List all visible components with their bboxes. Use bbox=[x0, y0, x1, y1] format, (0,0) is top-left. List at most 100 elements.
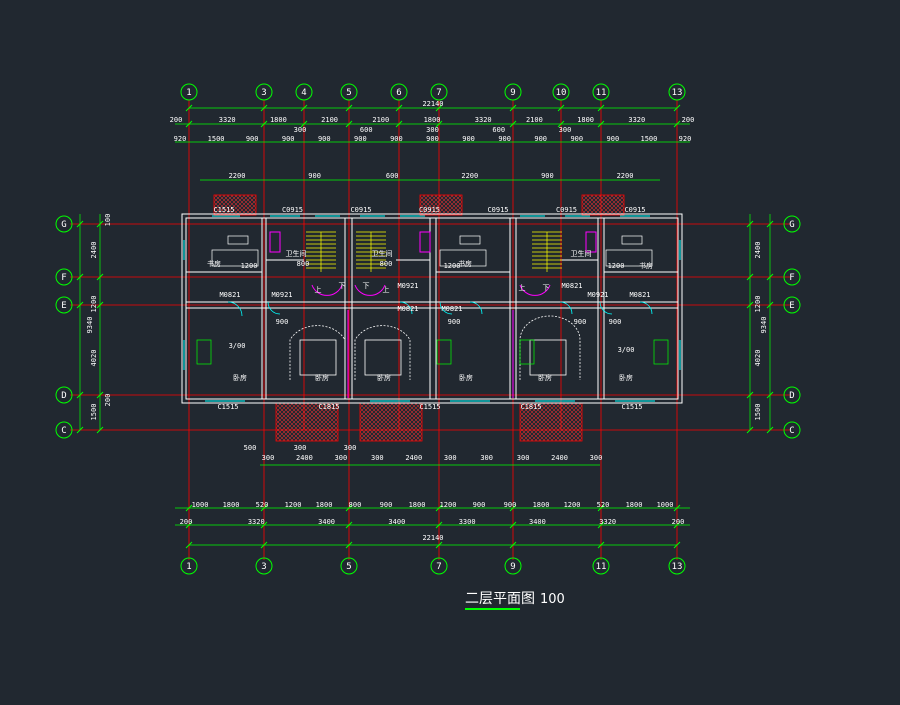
dim-tick bbox=[557, 104, 565, 112]
axis-bubble-bottom: 11 bbox=[596, 562, 607, 572]
dim-tick bbox=[395, 104, 403, 112]
axis-bubble-top: 10 bbox=[556, 88, 567, 98]
dim-tick bbox=[345, 521, 353, 529]
balcony-dim: 300 bbox=[335, 454, 348, 462]
top-dim-small: 300 bbox=[294, 126, 307, 134]
room-dim: 1200 bbox=[241, 262, 258, 270]
axis-bubble-top-circle bbox=[255, 83, 273, 101]
room-dim: 900 bbox=[609, 318, 622, 326]
axis-bubble-top-circle bbox=[668, 83, 686, 101]
dim-tick bbox=[673, 521, 681, 529]
dim-tick bbox=[435, 504, 443, 512]
axis-bubble-top-circle bbox=[180, 83, 198, 101]
hatch-areas bbox=[213, 194, 625, 442]
dim-tick bbox=[96, 301, 104, 309]
axis-bubble-right: E bbox=[789, 301, 794, 311]
fixtures bbox=[269, 231, 597, 398]
top-dim-2: 900 bbox=[498, 135, 511, 143]
dim-tick bbox=[300, 104, 308, 112]
top-dim-2: 900 bbox=[534, 135, 547, 143]
axis-bubble-top: 3 bbox=[261, 88, 266, 98]
axis-bubble-bottom-circle bbox=[180, 557, 198, 575]
bottom-dim-2: 3300 bbox=[459, 518, 476, 526]
balcony-small-dim: 300 bbox=[294, 444, 307, 452]
dim-tick bbox=[746, 220, 754, 228]
window-label: C0915 bbox=[419, 206, 440, 214]
axis-bubble-top-circle bbox=[430, 83, 448, 101]
dim-tick bbox=[435, 104, 443, 112]
top-dim: 1800 bbox=[424, 116, 441, 124]
balcony-dim: 300 bbox=[444, 454, 457, 462]
bottom-dim-2: 200 bbox=[180, 518, 193, 526]
dim-tick bbox=[76, 301, 84, 309]
bottom-dim-2: 3320 bbox=[248, 518, 265, 526]
left-dim: 2400 bbox=[90, 242, 98, 259]
bottom-dim: 1800 bbox=[223, 501, 240, 509]
top-dim-2: 900 bbox=[246, 135, 259, 143]
window-label: C0915 bbox=[624, 206, 645, 214]
bottom-dim: 1000 bbox=[192, 501, 209, 509]
left-dim: 1200 bbox=[90, 296, 98, 313]
bottom-dim: 1800 bbox=[409, 501, 426, 509]
bottom-dim: 1800 bbox=[626, 501, 643, 509]
stair-mark: 下 bbox=[339, 282, 346, 290]
stair-mark: 下 bbox=[543, 284, 550, 292]
axis-bubble-bottom-circle bbox=[430, 557, 448, 575]
bottom-dim: 1200 bbox=[285, 501, 302, 509]
top-dim-2: 1500 bbox=[208, 135, 225, 143]
walls bbox=[181, 213, 683, 404]
dimension-ticks bbox=[76, 104, 774, 549]
window-label: C1815 bbox=[520, 403, 541, 411]
room-label: 卧房 bbox=[233, 373, 247, 382]
window-label: C1815 bbox=[318, 403, 339, 411]
right-dim: 2400 bbox=[754, 242, 762, 259]
door-label: M0921 bbox=[271, 291, 292, 299]
dim-tick bbox=[96, 391, 104, 399]
room-dim: 900 bbox=[448, 318, 461, 326]
axis-bubble-top: 11 bbox=[596, 88, 607, 98]
top-dim: 3320 bbox=[628, 116, 645, 124]
top-dim: 1800 bbox=[270, 116, 287, 124]
balcony-small-dim: 300 bbox=[344, 444, 357, 452]
axis-bubble-right: D bbox=[789, 391, 794, 401]
dim-tick bbox=[435, 541, 443, 549]
axis-bubble-right-circle bbox=[783, 296, 801, 314]
top-dim-small: 300 bbox=[426, 126, 439, 134]
axis-bubble-top-circle bbox=[592, 83, 610, 101]
dim-tick bbox=[395, 120, 403, 128]
door-label: M0821 bbox=[219, 291, 240, 299]
bottom-dim: 1200 bbox=[440, 501, 457, 509]
bottom-dim: 1200 bbox=[564, 501, 581, 509]
dim-tick bbox=[746, 273, 754, 281]
balcony-dim: 2400 bbox=[405, 454, 422, 462]
top-dim: 2100 bbox=[321, 116, 338, 124]
window-label: C1515 bbox=[213, 206, 234, 214]
right-dim: 4020 bbox=[754, 350, 762, 367]
axis-bubble-bottom-circle bbox=[255, 557, 273, 575]
bay-frames bbox=[299, 339, 567, 376]
axis-bubble-bottom: 3 bbox=[261, 562, 266, 572]
top-dim-2: 900 bbox=[282, 135, 295, 143]
dim-tick bbox=[345, 504, 353, 512]
top-dim-2: 900 bbox=[607, 135, 620, 143]
balcony-dim: 300 bbox=[262, 454, 275, 462]
dim-tick bbox=[597, 120, 605, 128]
door-label: M0821 bbox=[397, 305, 418, 313]
room-label: 书房 bbox=[458, 259, 472, 268]
room-dim: 800 bbox=[297, 260, 310, 268]
bottom-dim-2: 3400 bbox=[318, 518, 335, 526]
bottom-dim: 1800 bbox=[316, 501, 333, 509]
window-label: C0915 bbox=[282, 206, 303, 214]
axis-bubble-bottom-circle bbox=[504, 557, 522, 575]
dim-tick bbox=[76, 220, 84, 228]
axis-bubble-top: 1 bbox=[186, 88, 191, 98]
top-dim: 200 bbox=[170, 116, 183, 124]
dim-tick bbox=[746, 391, 754, 399]
left-dim-small: 200 bbox=[104, 394, 112, 407]
axis-bubble-top: 4 bbox=[301, 88, 306, 98]
dim-tick bbox=[435, 120, 443, 128]
